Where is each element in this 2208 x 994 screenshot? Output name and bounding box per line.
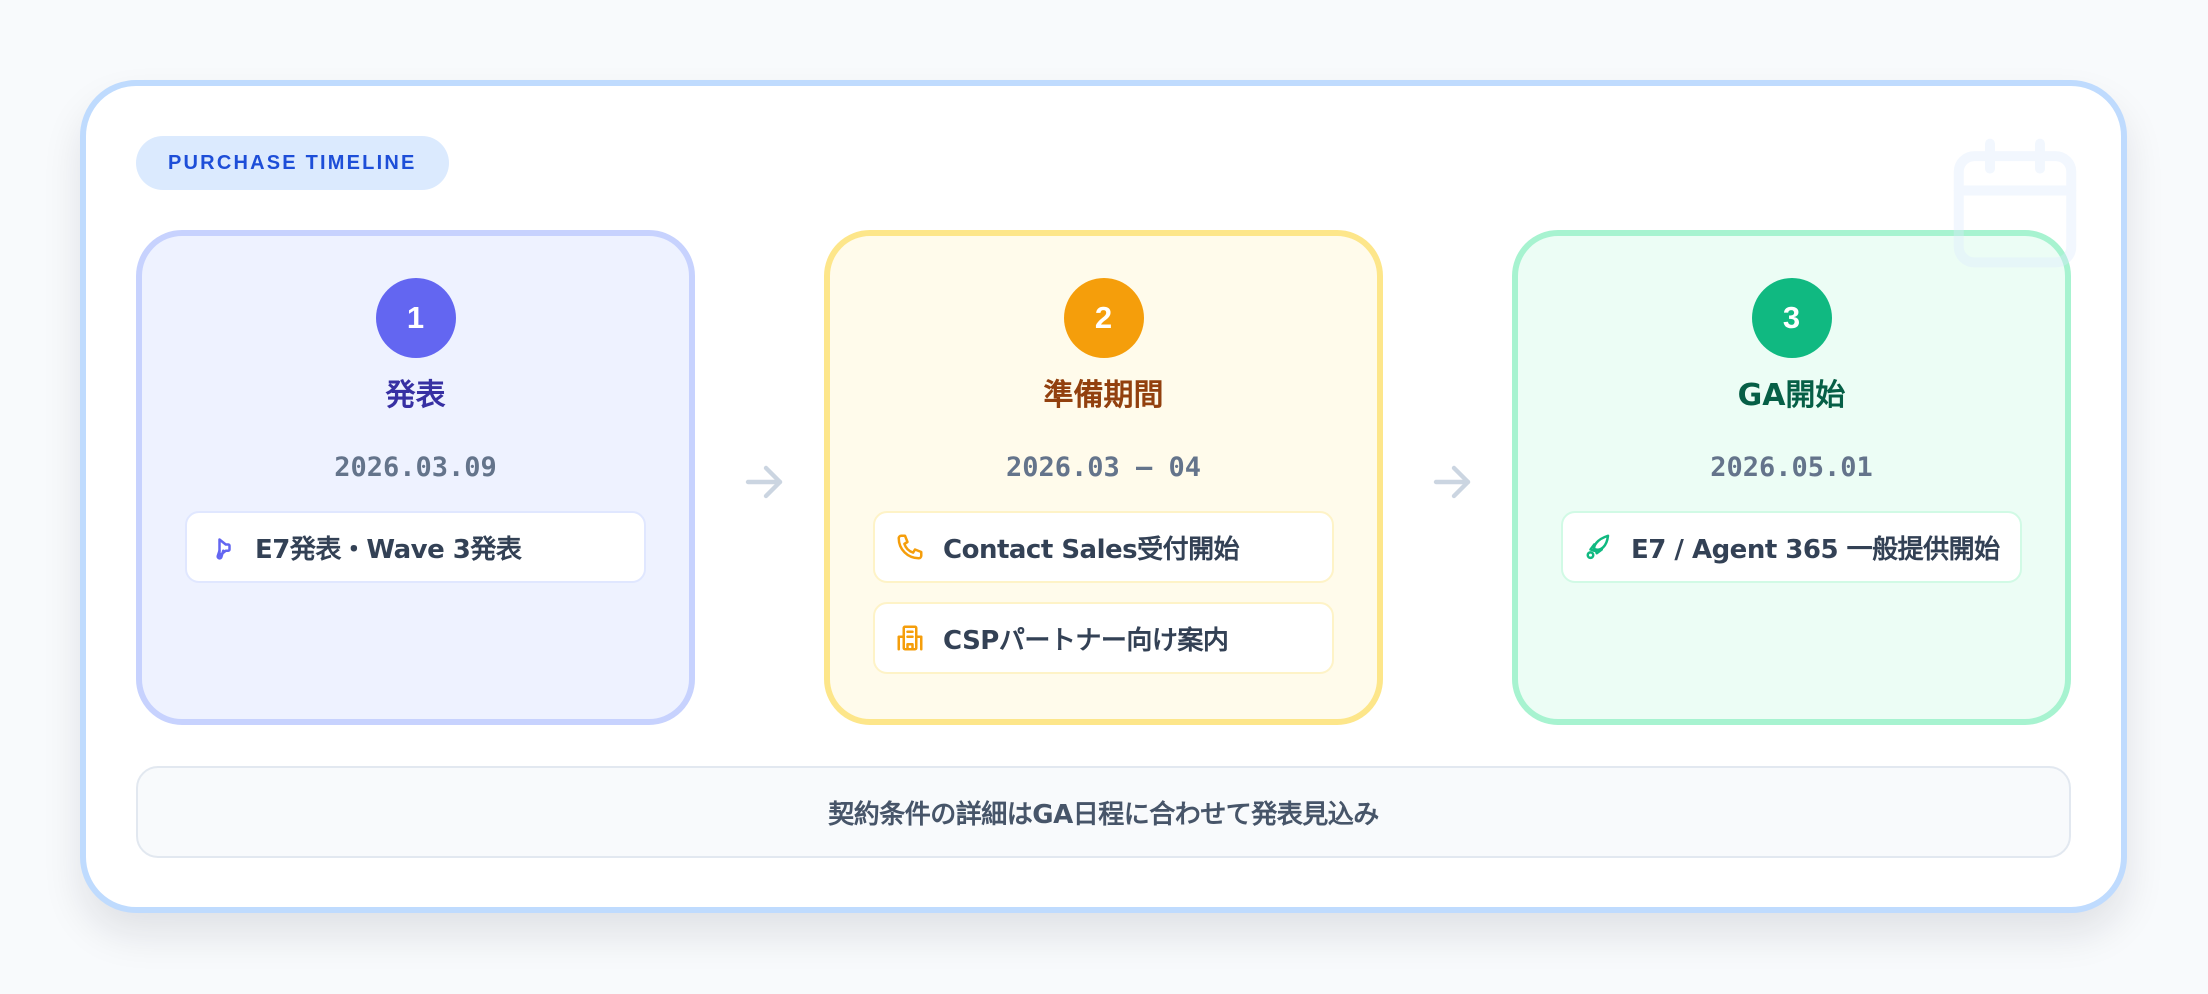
megaphone-icon xyxy=(207,532,237,562)
step-item-text: E7発表・Wave 3発表 xyxy=(255,534,522,565)
purchase-timeline-card: PURCHASE TIMELINE 1 発表 2026.03.09 E7発表・W… xyxy=(80,80,2127,913)
step-number: 1 xyxy=(406,300,425,335)
step-items: Contact Sales受付開始 CSPパートナー向け案内 xyxy=(873,511,1334,674)
step-number-badge: 1 xyxy=(375,278,456,358)
footer-note-text: 契約条件の詳細はGA日程に合わせて発表見込み xyxy=(828,799,1379,830)
step-items: E7発表・Wave 3発表 xyxy=(185,511,646,583)
step-number-badge: 3 xyxy=(1751,278,1832,358)
arrow-right-icon xyxy=(745,465,783,499)
section-badge-label: PURCHASE TIMELINE xyxy=(168,151,417,174)
step-item-text: E7 / Agent 365 一般提供開始 xyxy=(1631,534,2000,565)
step-item: Contact Sales受付開始 xyxy=(873,511,1334,583)
step-number: 2 xyxy=(1094,300,1113,335)
step-number: 3 xyxy=(1782,300,1801,335)
step-items: E7 / Agent 365 一般提供開始 xyxy=(1561,511,2022,583)
arrow-right-icon xyxy=(1433,465,1471,499)
step-item: CSPパートナー向け案内 xyxy=(873,602,1334,674)
step-date: 2026.03.09 xyxy=(334,452,497,483)
building-icon xyxy=(895,623,925,653)
timeline-step-ga-launch: 3 GA開始 2026.05.01 E7 / Agent 365 一般提供開始 xyxy=(1512,230,2071,725)
timeline-step-preparation: 2 準備期間 2026.03 – 04 Contact Sales受付開始 xyxy=(824,230,1383,725)
step-date: 2026.05.01 xyxy=(1710,452,1873,483)
timeline-step-announcement: 1 発表 2026.03.09 E7発表・Wave 3発表 xyxy=(136,230,695,725)
footer-note: 契約条件の詳細はGA日程に合わせて発表見込み xyxy=(136,766,2071,858)
step-item-text: CSPパートナー向け案内 xyxy=(943,625,1229,656)
step-item: E7 / Agent 365 一般提供開始 xyxy=(1561,511,2022,583)
step-title: 発表 xyxy=(385,378,446,413)
phone-icon xyxy=(895,532,925,562)
step-title: GA開始 xyxy=(1737,378,1846,413)
step-item-text: Contact Sales受付開始 xyxy=(943,534,1240,565)
step-number-badge: 2 xyxy=(1063,278,1144,358)
step-title: 準備期間 xyxy=(1043,378,1164,413)
section-badge: PURCHASE TIMELINE xyxy=(136,136,449,190)
step-date: 2026.03 – 04 xyxy=(1005,452,1202,483)
step-item: E7発表・Wave 3発表 xyxy=(185,511,646,583)
rocket-icon xyxy=(1583,532,1613,562)
